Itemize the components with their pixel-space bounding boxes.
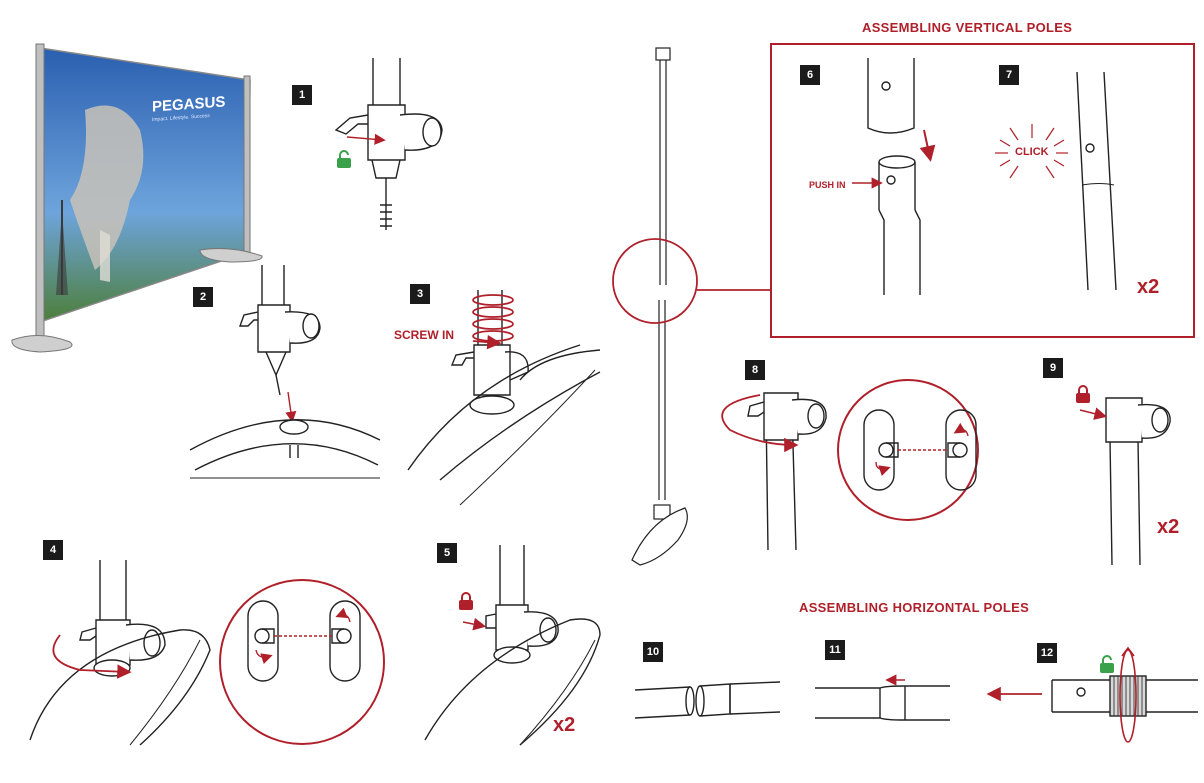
step-4-illustration [29, 560, 385, 746]
vertical-poles-heading: ASSEMBLING VERTICAL POLES [862, 20, 1073, 35]
step-number-6: 6 [800, 65, 820, 85]
step-11-illustration [815, 674, 950, 721]
step-1-illustration [334, 58, 443, 230]
horizontal-poles-heading: ASSEMBLING HORIZONTAL POLES [799, 600, 1030, 615]
step-number-8: 8 [745, 360, 765, 380]
unlock-icon [1100, 655, 1114, 673]
step-number-5: 5 [437, 543, 457, 563]
step-number-4: 4 [43, 540, 63, 560]
step-number-12: 12 [1037, 643, 1057, 663]
step-5-x2-label: x2 [553, 714, 576, 736]
step-2-illustration [189, 265, 381, 479]
vertical-pole-illustration [612, 47, 772, 566]
step-number-7: 7 [999, 65, 1019, 85]
step-10-illustration [634, 681, 781, 719]
lock-icon [1076, 385, 1090, 403]
step-number-10: 10 [643, 642, 663, 662]
step-number-3: 3 [410, 284, 430, 304]
step-number-11: 11 [825, 640, 845, 660]
step-7-x2-label: x2 [1137, 276, 1160, 298]
step-12-illustration [986, 646, 1198, 743]
step-9-illustration [1079, 397, 1171, 566]
step-number-1: 1 [292, 85, 312, 105]
step-7-illustration [995, 71, 1117, 291]
step-5-illustration [424, 545, 601, 746]
banner-stand-illustration [11, 43, 263, 353]
push-in-label: PUSH IN [809, 180, 846, 190]
unlock-icon [337, 150, 351, 168]
screw-in-label: SCREW IN [394, 328, 454, 342]
step-3-illustration [407, 290, 601, 506]
step-9-x2-label: x2 [1157, 516, 1180, 538]
step-number-9: 9 [1043, 358, 1063, 378]
step-number-2: 2 [193, 287, 213, 307]
click-label: CLICK [1015, 146, 1049, 158]
vertical-poles-detail-frame [770, 43, 1195, 338]
step-8-illustration [721, 379, 979, 551]
step-6-illustration [852, 58, 936, 295]
lock-icon [459, 592, 473, 610]
